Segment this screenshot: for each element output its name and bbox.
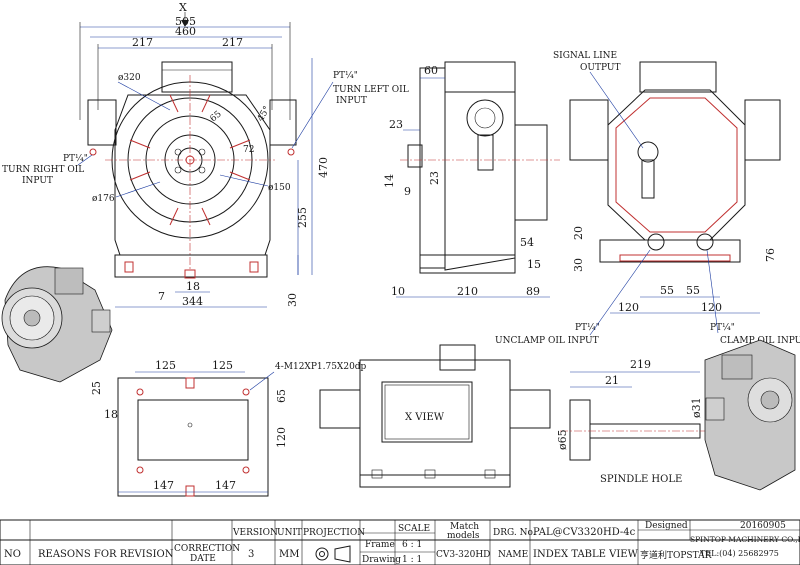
spindle-hole-view: 219 21 ø31 ø65 SPINDLE HOLE: [556, 358, 710, 485]
dim-dia-31: ø31: [690, 397, 703, 418]
pt-left-label: PT¼": [333, 70, 358, 81]
dim-dia-176: ø176: [92, 194, 115, 204]
front-view: 505 460 217 217: [2, 15, 409, 308]
tb-version-h: VERSION: [232, 528, 278, 538]
tb-version-v: 3: [248, 549, 254, 560]
signal-line-label: SIGNAL LINE: [553, 51, 617, 61]
tb-name-v: INDEX TABLE VIEW: [533, 549, 639, 560]
dim-10: 10: [391, 285, 405, 298]
dim-21: 21: [605, 374, 619, 387]
tb-projection-h: PROJECTION: [303, 528, 365, 538]
dim-344: 344: [182, 295, 203, 308]
dim-18: 18: [186, 280, 200, 293]
dim-505: 505: [175, 15, 196, 28]
tb-frame: Frame: [365, 540, 395, 550]
dim-65-base: 65: [275, 389, 288, 403]
dim-460: 460: [175, 25, 196, 38]
tb-match-h1: Match: [450, 522, 479, 532]
tb-designed-h: Designed: [645, 521, 688, 531]
dim-dia-150: ø150: [268, 183, 291, 193]
dim-55-left: 55: [660, 284, 674, 297]
dim-125-left: 125: [155, 359, 176, 372]
dim-dia-65: ø65: [556, 429, 569, 450]
tb-date: DATE: [190, 554, 216, 564]
tb-drg-h: DRG. No.: [493, 528, 536, 538]
tb-drg-v: PAL@CV3320HD-4c: [533, 527, 636, 538]
dim-120-left: 120: [618, 301, 639, 314]
title-block: NO REASONS FOR REVISION CORRECTION DATE …: [0, 519, 800, 565]
dim-60: 60: [424, 64, 438, 77]
x-axis-label: X: [179, 1, 187, 14]
clamp-pt-label: PT¼": [710, 322, 735, 333]
dim-7: 7: [158, 290, 165, 303]
tb-reasons: REASONS FOR REVISION: [38, 549, 174, 560]
isometric-view-left: [1, 266, 113, 383]
rear-view: SIGNAL LINE OUTPUT 20 30 76 55 55 120 12…: [495, 51, 800, 346]
dim-470: 470: [317, 157, 330, 178]
dim-18-base: 18: [104, 408, 118, 421]
tb-scale-frame: 6 : 1: [402, 540, 422, 550]
dim-9: 9: [404, 185, 411, 198]
dim-20: 20: [572, 226, 585, 240]
dim-14: 14: [383, 174, 396, 188]
dim-255: 255: [296, 207, 309, 228]
base-view: 125 125 25 18 65 120 147 147 4-M12XP1.75…: [90, 359, 367, 497]
tb-correction: CORRECTION: [174, 544, 240, 554]
dim-210: 210: [457, 285, 478, 298]
tb-name-h: NAME: [498, 550, 528, 560]
dim-125-right: 125: [212, 359, 233, 372]
spindle-hole-label: SPINDLE HOLE: [600, 474, 682, 485]
signal-output-label: OUTPUT: [580, 63, 620, 73]
side-view: 60 23 14 9 23 54 15 10 210 89: [383, 61, 560, 298]
pt-right-label: PT¼": [63, 153, 88, 164]
dim-30: 30: [286, 293, 299, 307]
tb-match-h2: models: [447, 531, 480, 541]
tb-unit-v: MM: [279, 549, 299, 560]
dim-217-left: 217: [132, 36, 153, 49]
tb-scale-h: SCALE: [398, 524, 430, 534]
tb-tel: TEL:(04) 25682975: [700, 549, 779, 558]
dim-120-right: 120: [701, 301, 722, 314]
dim-120-base: 120: [275, 427, 288, 448]
turn-right-oil-input-label: INPUT: [22, 176, 53, 186]
dim-23-mid: 23: [428, 171, 441, 185]
dim-147-left: 147: [153, 479, 174, 492]
dim-219: 219: [630, 358, 651, 371]
tb-match-v: CV3-320HD: [436, 550, 490, 560]
dim-30-rear: 30: [572, 258, 585, 272]
turn-left-oil-input-label: INPUT: [336, 96, 367, 106]
dim-dia-320: ø320: [118, 73, 141, 83]
dim-15: 15: [527, 258, 541, 271]
tb-designed-v: 20160905: [740, 521, 786, 531]
unclamp-pt-label: PT¼": [575, 322, 600, 333]
thread-note: 4-M12XP1.75X20dp: [275, 362, 367, 372]
x-view-label: X VIEW: [405, 412, 445, 423]
dim-147-right: 147: [215, 479, 236, 492]
dim-217-right: 217: [222, 36, 243, 49]
tb-no: NO: [4, 549, 21, 560]
tb-scale-drawing: 1 : 1: [402, 555, 422, 565]
x-axis-marker: X: [179, 1, 189, 27]
turn-left-oil-label: TURN LEFT OIL: [333, 85, 409, 95]
projection-symbol: [315, 545, 351, 563]
tb-unit-h: UNIT: [277, 528, 302, 538]
tb-company: SPINTOP MACHINERY CO.,LTD.: [690, 535, 800, 544]
dim-72: 72: [243, 145, 254, 155]
dim-89: 89: [526, 285, 540, 298]
dim-55-right: 55: [686, 284, 700, 297]
x-view: X VIEW: [319, 344, 551, 488]
tb-drawing: Drawing: [362, 555, 401, 565]
dim-25: 25: [90, 381, 103, 395]
isometric-view-right: [704, 339, 796, 491]
dim-23-top: 23: [389, 118, 403, 131]
dim-76: 76: [764, 248, 777, 262]
dim-54: 54: [520, 236, 534, 249]
dim-65: 65: [209, 109, 224, 124]
turn-right-oil-label: TURN RIGHT OIL: [2, 165, 84, 175]
tb-logo: 亨道利TOPSTAR: [640, 549, 712, 561]
unclamp-oil-input-label: UNCLAMP OIL INPUT: [495, 336, 599, 346]
